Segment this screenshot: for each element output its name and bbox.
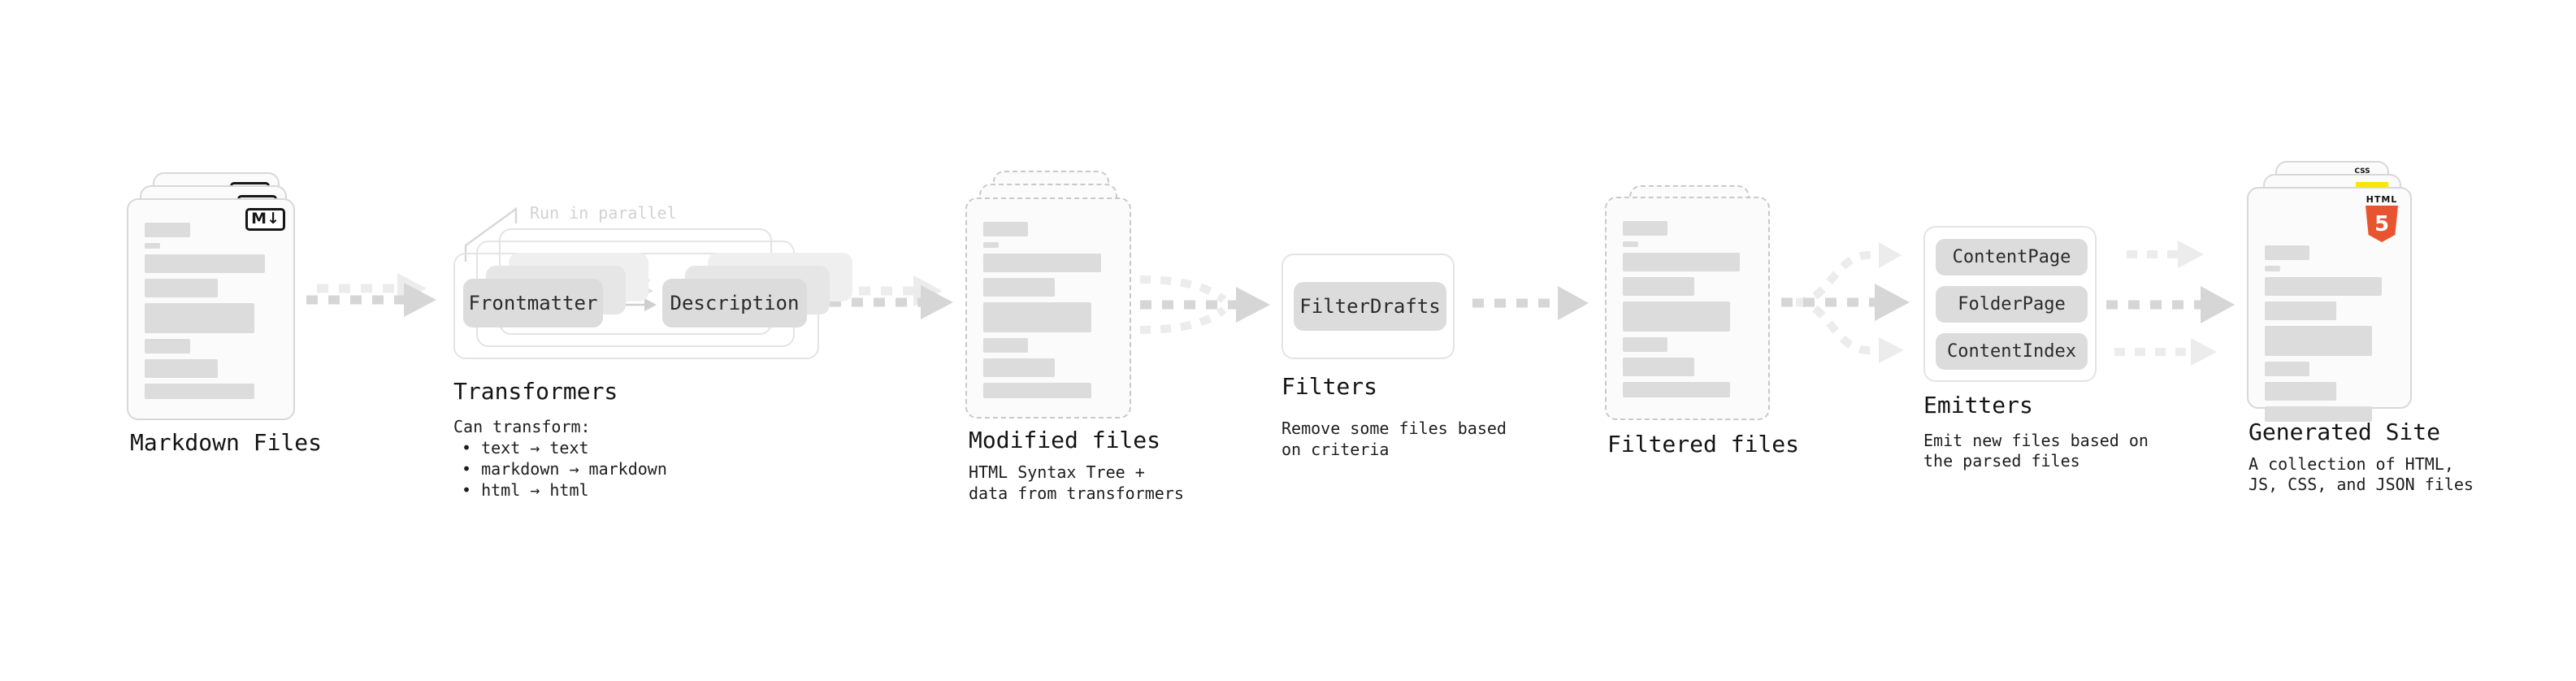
html5-icon-number: 5 (2374, 211, 2390, 236)
transformers-title: Transformers (453, 378, 618, 405)
folderpage-pill: FolderPage (1936, 286, 2088, 323)
generated-site-desc-line1: A collection of HTML, (2249, 454, 2454, 474)
arrow-filtered-to-emitters-split (1781, 242, 1910, 363)
arrow-markdown-to-transformers (306, 273, 436, 317)
modified-files-desc-line1: HTML Syntax Tree + (969, 462, 1145, 482)
markdown-icon: M↓ (245, 208, 285, 231)
description-pill: Description (662, 279, 807, 327)
run-in-parallel-annotation: Run in parallel (530, 203, 677, 223)
modified-files-desc-line2: data from transformers (969, 484, 1184, 503)
generated-site-description: A collection of HTML, JS, CSS, and JSON … (2249, 454, 2474, 495)
markdown-file-card-front: M↓ (127, 198, 295, 420)
generated-site-desc-line2: JS, CSS, and JSON files (2249, 475, 2474, 494)
emitters-desc-line2: the parsed files (1923, 451, 2080, 471)
filtered-file-card-front (1605, 197, 1770, 420)
modified-file-card-front (965, 197, 1131, 419)
filters-title: Filters (1281, 373, 1378, 400)
file-content-placeholder (145, 223, 275, 405)
filters-desc-line2: on criteria (1281, 440, 1390, 459)
transformers-bullet-3: • html → html (462, 480, 589, 500)
filterdrafts-pill: FilterDrafts (1294, 282, 1446, 331)
contentindex-pill: ContentIndex (1936, 333, 2088, 370)
filtered-files-title: Filtered files (1607, 431, 1800, 458)
filters-container: FilterDrafts (1281, 254, 1455, 359)
html5-icon-shield: 5 (2366, 206, 2398, 242)
file-content-placeholder (2265, 245, 2392, 427)
html5-icon-label: HTML (2366, 194, 2398, 205)
emitters-desc-line1: Emit new files based on (1923, 431, 2149, 450)
modified-files-description: HTML Syntax Tree + data from transformer… (969, 462, 1184, 504)
markdown-files-title: Markdown Files (130, 429, 323, 456)
file-content-placeholder (1623, 221, 1750, 403)
file-content-placeholder (983, 222, 1112, 404)
arrows-emitters-to-generated (2106, 241, 2235, 366)
transformers-bullet-1: • text → text (462, 438, 589, 458)
transformers-description: Can transform: • text → text • markdown … (453, 416, 667, 501)
arrow-filters-to-filtered (1472, 286, 1589, 320)
filters-description: Remove some files based on criteria (1281, 418, 1507, 460)
frontmatter-pill: Frontmatter (463, 279, 603, 327)
arrow-modified-to-filters-merge (1139, 275, 1270, 334)
emitters-container: ContentPage FolderPage ContentIndex (1923, 226, 2097, 382)
html5-icon: HTML 5 (2365, 195, 2399, 242)
filters-desc-line1: Remove some files based (1281, 419, 1507, 438)
generated-site-title: Generated Site (2249, 419, 2441, 445)
css-icon-label: CSS (2354, 167, 2370, 176)
transformers-bullet-2: • markdown → markdown (462, 459, 667, 479)
contentpage-pill: ContentPage (1936, 239, 2088, 275)
transformers-desc-head: Can transform: (453, 417, 591, 436)
emitters-title: Emitters (1923, 392, 2033, 419)
emitters-description: Emit new files based on the parsed files (1923, 431, 2149, 471)
modified-files-title: Modified files (969, 427, 1161, 453)
generated-file-card-front: HTML 5 (2247, 187, 2412, 422)
